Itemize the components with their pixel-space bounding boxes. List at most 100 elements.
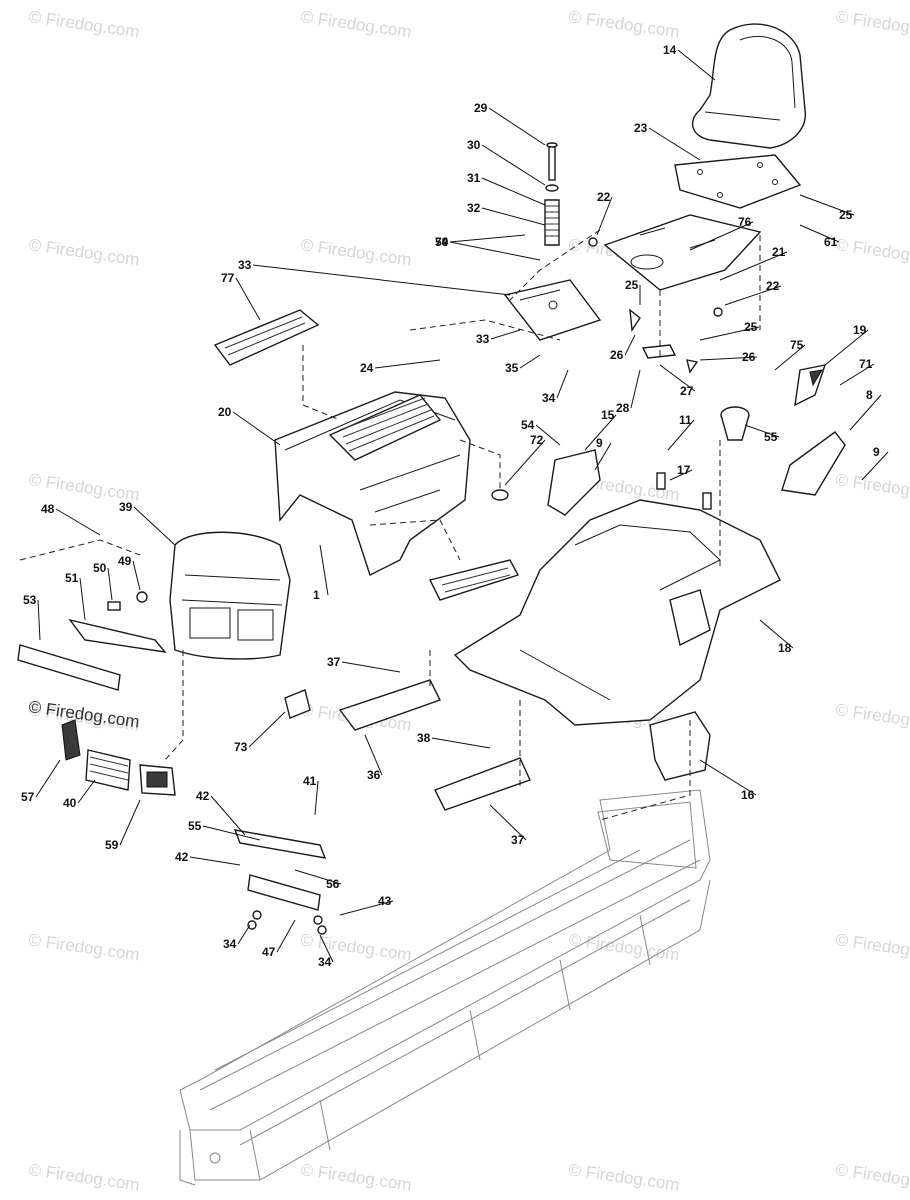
callout-leader-34 (556, 369, 569, 399)
callout-label-29: 29 (474, 101, 488, 115)
callout-label-30: 30 (467, 138, 481, 152)
watermark-text: © Firedog.com (834, 7, 910, 41)
callout-leader-38 (431, 737, 491, 749)
watermark-text: © Firedog.com (834, 235, 910, 269)
callout-leader-30 (481, 144, 546, 186)
callout-leader-56 (294, 869, 342, 885)
callout-label-25: 25 (839, 208, 853, 222)
callout-label-28: 28 (616, 401, 630, 415)
callout-leader-34 (319, 934, 334, 963)
callout-label-20: 20 (218, 405, 232, 419)
callout-label-75: 75 (790, 338, 804, 352)
callout-label-22: 22 (597, 190, 611, 204)
callout-leader-47 (276, 919, 296, 953)
callout-label-34: 34 (223, 937, 237, 951)
callout-label-53: 53 (23, 593, 37, 607)
callout-leader-9 (594, 442, 612, 471)
callout-leader-55 (202, 825, 261, 841)
callout-leader-43 (339, 900, 394, 916)
callout-label-41: 41 (303, 774, 317, 788)
watermark-text: © Firedog.com (299, 1160, 412, 1194)
callout-label-55: 55 (188, 819, 202, 833)
callout-leader-26 (624, 334, 636, 356)
callout-label-21: 21 (772, 245, 786, 259)
seat-bracket (503, 279, 602, 341)
assembly-lines (19, 229, 761, 821)
callout-label-57: 57 (21, 790, 35, 804)
callout-label-76: 76 (738, 215, 752, 229)
callout-label-54: 54 (521, 418, 535, 432)
callout-leader-22 (596, 196, 613, 236)
callout-label-23: 23 (634, 121, 648, 135)
callout-label-8: 8 (866, 388, 873, 402)
seat-part (691, 23, 806, 149)
callout-leader-11 (667, 419, 695, 451)
callout-label-16: 16 (741, 788, 755, 802)
callout-leader-24 (374, 359, 441, 369)
callout-leader-29 (488, 107, 546, 146)
callout-leader-76 (689, 221, 754, 251)
callout-label-48: 48 (41, 502, 55, 516)
callout-label-34: 34 (542, 391, 556, 405)
callout-leader-34 (237, 924, 251, 945)
watermark-text: © Firedog.com (27, 7, 140, 41)
watermark-text: © Firedog.com (27, 930, 140, 964)
watermark-text: © Firedog.com (299, 7, 412, 41)
callout-leader-42 (210, 795, 246, 836)
misc-parts (17, 237, 846, 935)
callout-leader-26 (699, 356, 758, 361)
watermark-text: © Firedog.com (834, 700, 910, 734)
floor-pan (453, 499, 781, 726)
callout-label-73: 73 (234, 740, 248, 754)
callout-leader-71 (839, 363, 875, 386)
callout-leader-35 (519, 354, 541, 369)
callout-label-17: 17 (677, 463, 691, 477)
watermark-text: © Firedog.com (299, 235, 412, 269)
callout-label-18: 18 (778, 641, 792, 655)
callout-leader-25 (699, 326, 760, 341)
callout-leader-1 (319, 544, 329, 596)
callout-label-40: 40 (63, 796, 77, 810)
grille-housing (169, 531, 291, 660)
chassis-frame (179, 789, 711, 1186)
callout-label-36: 36 (367, 768, 381, 782)
callout-label-71: 71 (859, 357, 873, 371)
callout-leader-40 (77, 779, 96, 804)
callout-label-51: 51 (65, 571, 79, 585)
callout-label-38: 38 (417, 731, 431, 745)
callout-leader-51 (79, 577, 86, 621)
callout-leader-39 (133, 506, 176, 546)
callout-label-55: 55 (764, 430, 778, 444)
watermark-text: © Firedog.com (567, 7, 680, 41)
callout-leader-15 (584, 414, 617, 451)
callout-leader-31 (481, 177, 546, 206)
callout-label-61: 61 (824, 235, 838, 249)
callout-leader-36 (364, 734, 383, 776)
callout-label-33: 33 (238, 258, 252, 272)
watermark-text: © Firedog.com (834, 930, 910, 964)
callout-leader-48 (55, 508, 101, 536)
watermark-text: © Firedog.com (27, 235, 140, 269)
callout-leader-25 (799, 194, 855, 216)
callout-label-9: 9 (873, 445, 880, 459)
callout-leader-37 (341, 661, 401, 673)
callout-label-9: 9 (596, 436, 603, 450)
callout-label-25: 25 (625, 278, 639, 292)
callout-label-1: 1 (313, 588, 320, 602)
callout-label-22: 22 (766, 279, 780, 293)
callout-leader-41 (314, 780, 319, 816)
callout-leader-72 (504, 439, 546, 486)
leader-lines (35, 49, 889, 963)
callout-leader-21 (719, 251, 788, 281)
callout-leader-42 (189, 856, 241, 866)
callout-label-34: 34 (318, 955, 332, 969)
callout-leader-50 (107, 567, 113, 601)
callout-label-59: 59 (435, 235, 449, 249)
callout-leader-59 (119, 799, 141, 846)
callout-leader-75 (774, 344, 806, 371)
callout-label-31: 31 (467, 171, 481, 185)
callout-label-37: 37 (327, 655, 341, 669)
watermark-text: © Firedog.com (834, 470, 910, 504)
